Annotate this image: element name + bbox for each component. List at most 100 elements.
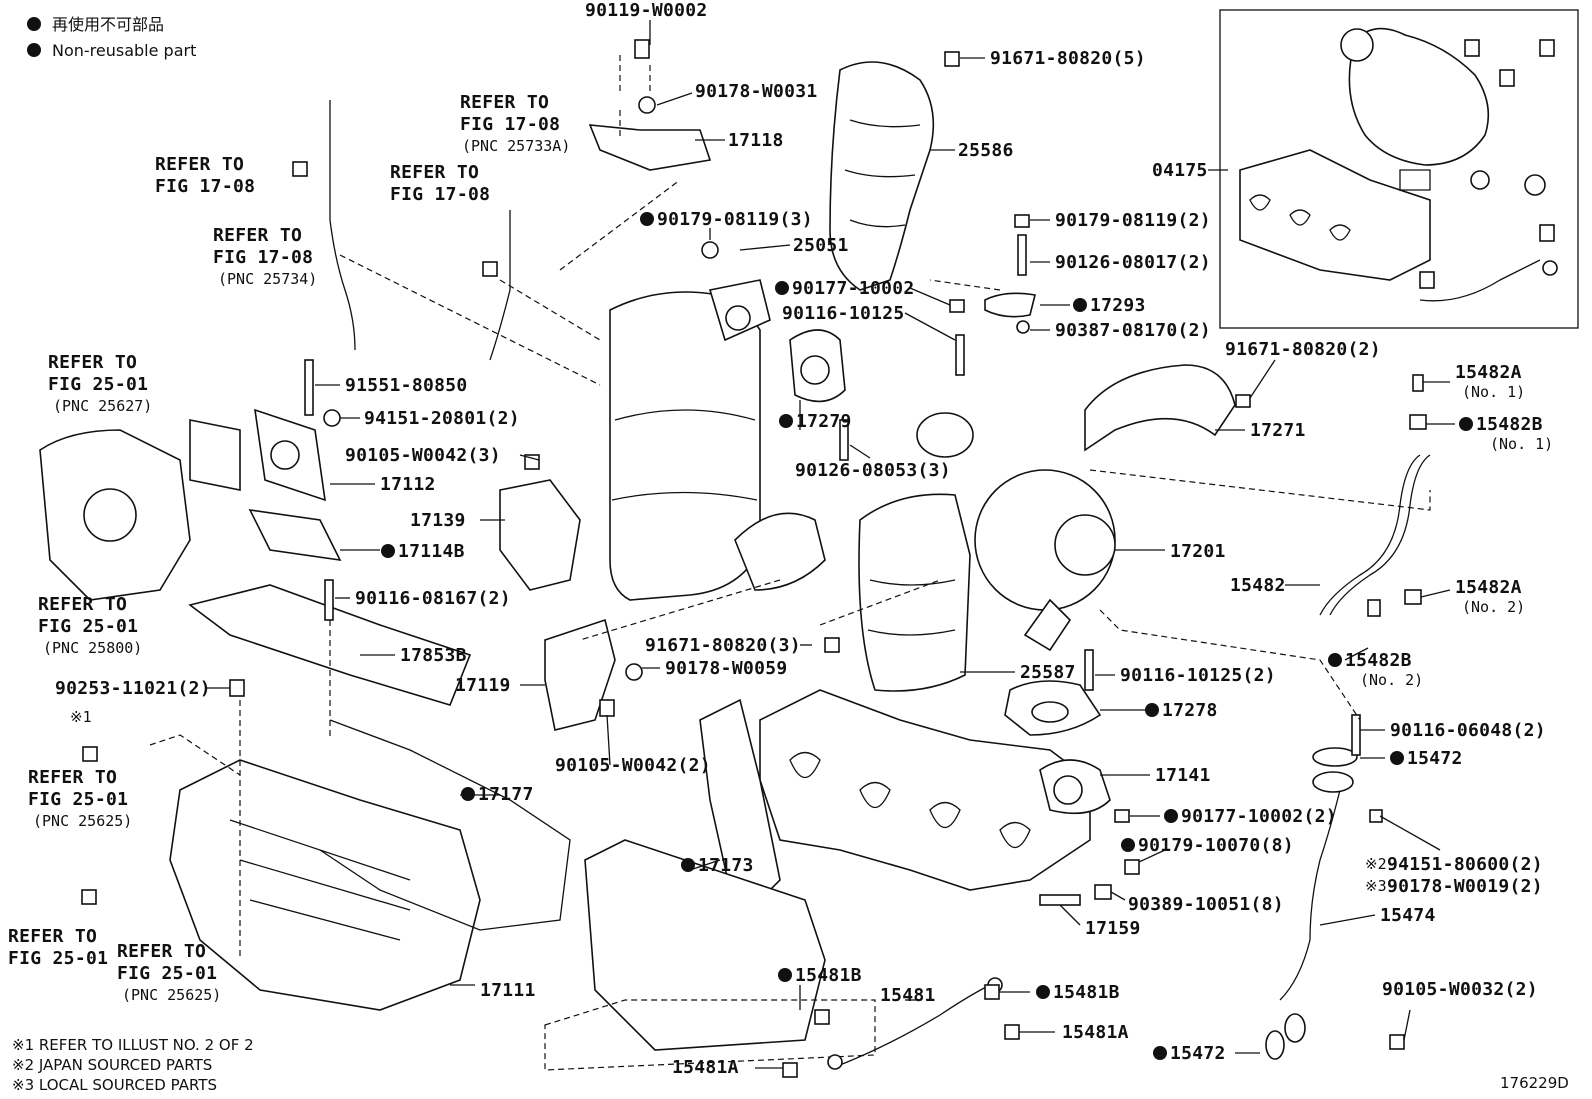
part-label-15481A-a[interactable]: 15481A bbox=[672, 1057, 739, 1078]
part-label-17114B[interactable]: 17114B bbox=[398, 541, 465, 562]
refer-label[interactable]: REFER TO bbox=[460, 92, 549, 113]
part-label-90253-11021-2[interactable]: 90253-11021(2) bbox=[55, 678, 211, 699]
cylinder-head-shape bbox=[584, 839, 826, 1051]
part-label-15481B-a[interactable]: 15481B bbox=[795, 965, 862, 986]
part-sub-no2: (No. 2) bbox=[1360, 671, 1423, 689]
part-label-17853B[interactable]: 17853B bbox=[400, 645, 467, 666]
bolt-icon bbox=[1389, 1034, 1405, 1050]
bolt-icon bbox=[782, 1062, 798, 1078]
part-label-17177[interactable]: 17177 bbox=[478, 784, 534, 805]
part-label-90389-10051-8[interactable]: 90389-10051(8) bbox=[1128, 894, 1284, 915]
part-label-17201[interactable]: 17201 bbox=[1170, 541, 1226, 562]
part-label-15482A-no1[interactable]: 15482A bbox=[1455, 362, 1522, 383]
footnote-3: ※3 LOCAL SOURCED PARTS bbox=[12, 1076, 217, 1094]
part-label-90116-10125-2[interactable]: 90116-10125(2) bbox=[1120, 665, 1276, 686]
hose-15481 bbox=[839, 984, 991, 1066]
part-label-17271[interactable]: 17271 bbox=[1250, 420, 1306, 441]
part-label-15482B-no1[interactable]: 15482B bbox=[1476, 414, 1543, 435]
stud-icon bbox=[839, 419, 849, 461]
part-label-90179-08119-2[interactable]: 90179-08119(2) bbox=[1055, 210, 1211, 231]
non-reusable-bullet-icon bbox=[1036, 985, 1050, 999]
gasket-17112-left bbox=[189, 419, 241, 491]
part-label-90179-10070-8[interactable]: 90179-10070(8) bbox=[1138, 835, 1294, 856]
part-label-91551-80850[interactable]: 91551-80850 bbox=[345, 375, 468, 396]
note-mark-1: ※1 bbox=[70, 708, 92, 726]
part-label-90116-08167-2[interactable]: 90116-08167(2) bbox=[355, 588, 511, 609]
part-label-15482[interactable]: 15482 bbox=[1230, 575, 1286, 596]
refer-fig[interactable]: FIG 25-01 bbox=[38, 616, 138, 637]
part-label-25587[interactable]: 25587 bbox=[1020, 662, 1076, 683]
part-label-25586[interactable]: 25586 bbox=[958, 140, 1014, 161]
nut-icon bbox=[1369, 809, 1383, 823]
part-label-25051[interactable]: 25051 bbox=[793, 235, 849, 256]
part-label-15482A-no2[interactable]: 15482A bbox=[1455, 577, 1522, 598]
part-label-17173[interactable]: 17173 bbox=[698, 855, 754, 876]
part-label-17119[interactable]: 17119 bbox=[455, 675, 511, 696]
part-label-90116-06048-2[interactable]: 90116-06048(2) bbox=[1390, 720, 1546, 741]
part-label-90178-W0031[interactable]: 90178-W0031 bbox=[695, 81, 818, 102]
part-label-91671-80820-5[interactable]: 91671-80820(5) bbox=[990, 48, 1146, 69]
part-label-15481[interactable]: 15481 bbox=[880, 985, 936, 1006]
inset-pipe bbox=[1419, 259, 1541, 302]
refer-fig[interactable]: FIG 17-08 bbox=[390, 184, 490, 205]
part-label-17111[interactable]: 17111 bbox=[480, 980, 536, 1001]
part-label-90177-10002-2[interactable]: 90177-10002(2) bbox=[1181, 806, 1337, 827]
bracket-17118-shape bbox=[588, 124, 712, 171]
part-label-90179-08119-3[interactable]: 90179-08119(3) bbox=[657, 209, 813, 230]
part-label-15482B-no2[interactable]: 15482B bbox=[1345, 650, 1412, 671]
part-label-91671-80820-2[interactable]: 91671-80820(2) bbox=[1225, 339, 1381, 360]
refer-label[interactable]: REFER TO bbox=[8, 926, 97, 947]
stud-icon bbox=[1039, 894, 1081, 906]
part-label-15481A-b[interactable]: 15481A bbox=[1062, 1022, 1129, 1043]
refer-label[interactable]: REFER TO bbox=[38, 594, 127, 615]
part-label-94151-80600-2[interactable]: 94151-80600(2) bbox=[1387, 854, 1543, 875]
refer-fig[interactable]: FIG 25-01 bbox=[117, 963, 217, 984]
refer-fig[interactable]: FIG 17-08 bbox=[213, 247, 313, 268]
part-label-90116-10125[interactable]: 90116-10125 bbox=[782, 303, 905, 324]
part-label-17112[interactable]: 17112 bbox=[380, 474, 436, 495]
part-label-90105-W0042-2[interactable]: 90105-W0042(2) bbox=[555, 755, 711, 776]
part-label-15474[interactable]: 15474 bbox=[1380, 905, 1436, 926]
part-label-17159[interactable]: 17159 bbox=[1085, 918, 1141, 939]
bracket-17119-shape bbox=[544, 618, 616, 731]
non-reusable-bullet-icon bbox=[1153, 1046, 1167, 1060]
refer-label[interactable]: REFER TO bbox=[48, 352, 137, 373]
refer-fig[interactable]: FIG 25-01 bbox=[48, 374, 148, 395]
part-label-04175[interactable]: 04175 bbox=[1152, 160, 1208, 181]
refer-fig[interactable]: FIG 17-08 bbox=[460, 114, 560, 135]
part-label-94151-20801-2[interactable]: 94151-20801(2) bbox=[364, 408, 520, 429]
part-label-90105-W0042-3[interactable]: 90105-W0042(3) bbox=[345, 445, 501, 466]
non-reusable-bullet-icon bbox=[27, 43, 41, 57]
part-label-17118[interactable]: 17118 bbox=[728, 130, 784, 151]
part-label-90126-08017-2[interactable]: 90126-08017(2) bbox=[1055, 252, 1211, 273]
refer-fig[interactable]: FIG 25-01 bbox=[28, 789, 128, 810]
legend-en-text: Non-reusable part bbox=[52, 41, 196, 60]
refer-labels: REFER TO FIG 17-08 REFER TO FIG 17-08 (P… bbox=[8, 92, 570, 1004]
part-label-90105-W0032-2[interactable]: 90105-W0032(2) bbox=[1382, 979, 1538, 1000]
part-label-17141[interactable]: 17141 bbox=[1155, 765, 1211, 786]
part-label-17293[interactable]: 17293 bbox=[1090, 295, 1146, 316]
refer-label[interactable]: REFER TO bbox=[155, 154, 244, 175]
part-label-15481B-b[interactable]: 15481B bbox=[1053, 982, 1120, 1003]
part-label-90177-10002[interactable]: 90177-10002 bbox=[792, 278, 915, 299]
part-label-15472-lower[interactable]: 15472 bbox=[1170, 1043, 1226, 1064]
refer-label[interactable]: REFER TO bbox=[213, 225, 302, 246]
part-label-90119-W0002[interactable]: 90119-W0002 bbox=[585, 0, 708, 21]
part-label-90126-08053-3[interactable]: 90126-08053(3) bbox=[795, 460, 951, 481]
part-label-17278[interactable]: 17278 bbox=[1162, 700, 1218, 721]
part-label-90387-08170-2[interactable]: 90387-08170(2) bbox=[1055, 320, 1211, 341]
part-label-17139[interactable]: 17139 bbox=[410, 510, 466, 531]
part-label-90178-W0019-2[interactable]: 90178-W0019(2) bbox=[1387, 876, 1543, 897]
refer-fig[interactable]: FIG 17-08 bbox=[155, 176, 255, 197]
part-label-90178-W0059[interactable]: 90178-W0059 bbox=[665, 658, 788, 679]
refer-fig[interactable]: FIG 25-01 bbox=[8, 948, 108, 969]
refer-label[interactable]: REFER TO bbox=[28, 767, 117, 788]
catalytic-converter-shape bbox=[609, 291, 761, 601]
part-label-17279[interactable]: 17279 bbox=[796, 411, 852, 432]
part-label-15472-upper[interactable]: 15472 bbox=[1407, 748, 1463, 769]
refer-label[interactable]: REFER TO bbox=[117, 941, 206, 962]
refer-label[interactable]: REFER TO bbox=[390, 162, 479, 183]
part-sub-no2: (No. 2) bbox=[1462, 598, 1525, 616]
part-label-91671-80820-3[interactable]: 91671-80820(3) bbox=[645, 635, 801, 656]
